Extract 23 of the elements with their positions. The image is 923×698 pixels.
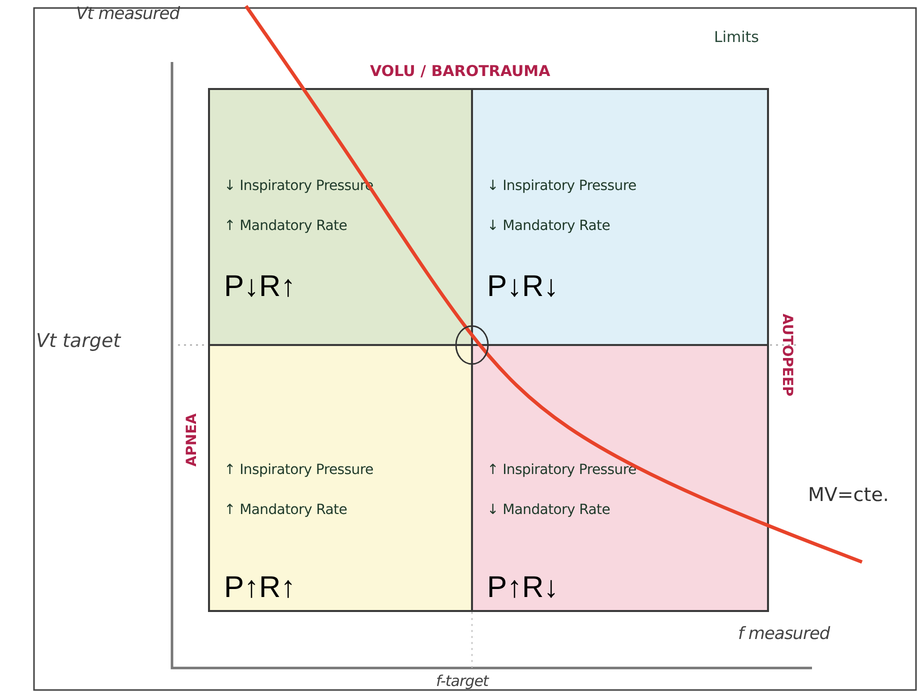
zone-label: APNEA (184, 413, 200, 467)
quadrant-box (208, 88, 473, 346)
axis-label: Vt target (36, 330, 121, 352)
quadrant-code: P↓R↓ (487, 270, 559, 304)
adjustment-text: ↓ Mandatory Rate (487, 502, 610, 518)
quadrant-code: P↓R↑ (224, 270, 296, 304)
quadrant-box (208, 344, 473, 612)
adjustment-text: ↑ Inspiratory Pressure (487, 462, 636, 478)
zone-label: AUTOPEEP (779, 314, 795, 396)
axis-label: f-target (436, 672, 488, 690)
curve-label: MV=cte. (808, 484, 889, 506)
adjustment-text: ↓ Inspiratory Pressure (487, 178, 636, 194)
quadrant-box (471, 344, 769, 612)
adjustment-text: ↑ Mandatory Rate (224, 502, 348, 518)
limits-label: Limits (714, 28, 759, 46)
adjustment-text: ↓ Mandatory Rate (487, 218, 610, 234)
quadrant-code: P↑R↑ (224, 571, 296, 605)
quadrant-code: P↑R↓ (487, 571, 559, 605)
adjustment-text: ↑ Mandatory Rate (224, 218, 348, 234)
quadrant-box (471, 88, 769, 346)
axis-label: f measured (738, 624, 830, 644)
adjustment-text: ↑ Inspiratory Pressure (224, 462, 374, 478)
zone-label: VOLU / BAROTRAUMA (370, 62, 550, 80)
